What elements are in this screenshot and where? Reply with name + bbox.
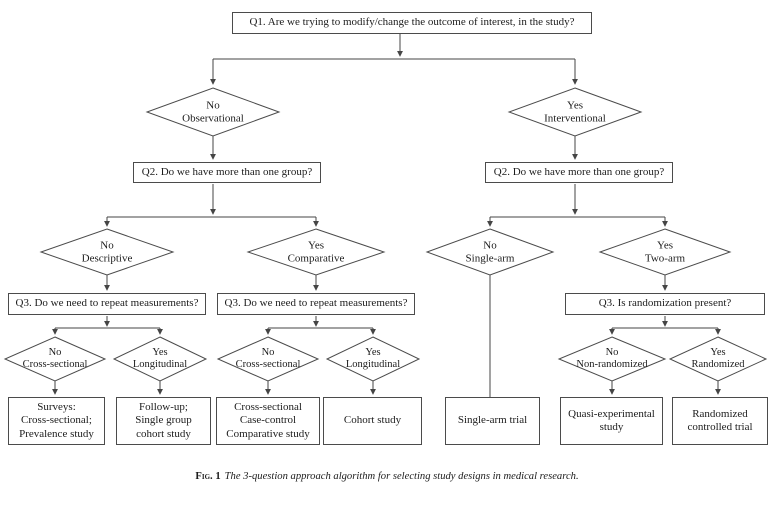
diamond-randomized-shape xyxy=(668,336,768,382)
outcome-followup-box: Follow-up; Single group cohort study xyxy=(116,397,211,445)
outcome-surveys-box: Surveys: Cross-sectional; Prevalence stu… xyxy=(8,397,105,445)
diamond-randomized-label: Yes Randomized xyxy=(691,347,745,370)
diamond-non-randomized-label: No Non-randomized xyxy=(576,347,648,370)
diamond-longitudinal-comparative-label: Yes Longitudinal xyxy=(345,347,401,370)
diamond-longitudinal-comparative-shape xyxy=(325,336,421,382)
diamond-two-arm-label: Yes Two-arm xyxy=(644,239,686,264)
figure-caption-text: The 3-question approach algorithm for se… xyxy=(224,471,579,482)
q3-randomization-box: Q3. Is randomization present? xyxy=(565,293,765,315)
diamond-interventional-shape xyxy=(507,87,643,137)
diamond-comparative-label: Yes Comparative xyxy=(287,239,345,264)
q2-observational-box: Q2. Do we have more than one group? xyxy=(133,162,321,183)
diamond-descriptive-label: No Descriptive xyxy=(81,239,133,264)
diamond-comparative-shape xyxy=(246,228,386,276)
diamond-longitudinal-descriptive-label: Yes Longitudinal xyxy=(132,347,188,370)
diamond-single-arm-shape xyxy=(425,228,555,276)
diamond-non-randomized-shape xyxy=(557,336,667,382)
flow-arrows xyxy=(52,34,721,397)
diamond-single-arm-label: No Single-arm xyxy=(465,239,515,264)
diamond-cross-sectional-descriptive-label: No Cross-sectional xyxy=(22,347,88,370)
q2-interventional-box: Q2. Do we have more than one group? xyxy=(485,162,673,183)
diamond-longitudinal-descriptive-shape xyxy=(112,336,208,382)
diamond-descriptive-shape xyxy=(39,228,175,276)
figure-caption-label: Fig. 1 xyxy=(195,471,221,482)
q3-descriptive-box: Q3. Do we need to repeat measurements? xyxy=(8,293,206,315)
diamond-cross-sectional-comparative-label: No Cross-sectional xyxy=(235,347,301,370)
q1-box: Q1. Are we trying to modify/change the o… xyxy=(232,12,592,34)
diamond-two-arm-shape xyxy=(598,228,732,276)
outcome-cross-sectional-case-control-box: Cross-sectional Case-control Comparative… xyxy=(216,397,320,445)
outcome-quasi-experimental-box: Quasi-experimental study xyxy=(560,397,663,445)
decision-diamonds xyxy=(3,87,768,382)
diamond-observational-shape xyxy=(145,87,281,137)
diamond-interventional-label: Yes Interventional xyxy=(544,99,606,124)
outcome-cohort-study-box: Cohort study xyxy=(323,397,422,445)
outcome-single-arm-trial-box: Single-arm trial xyxy=(445,397,540,445)
q3-comparative-box: Q3. Do we need to repeat measurements? xyxy=(217,293,415,315)
diamond-observational-label: No Observational xyxy=(182,99,244,124)
outcome-randomized-controlled-trial-box: Randomized controlled trial xyxy=(672,397,768,445)
diamond-cross-sectional-descriptive-shape xyxy=(3,336,107,382)
diamond-cross-sectional-comparative-shape xyxy=(216,336,320,382)
